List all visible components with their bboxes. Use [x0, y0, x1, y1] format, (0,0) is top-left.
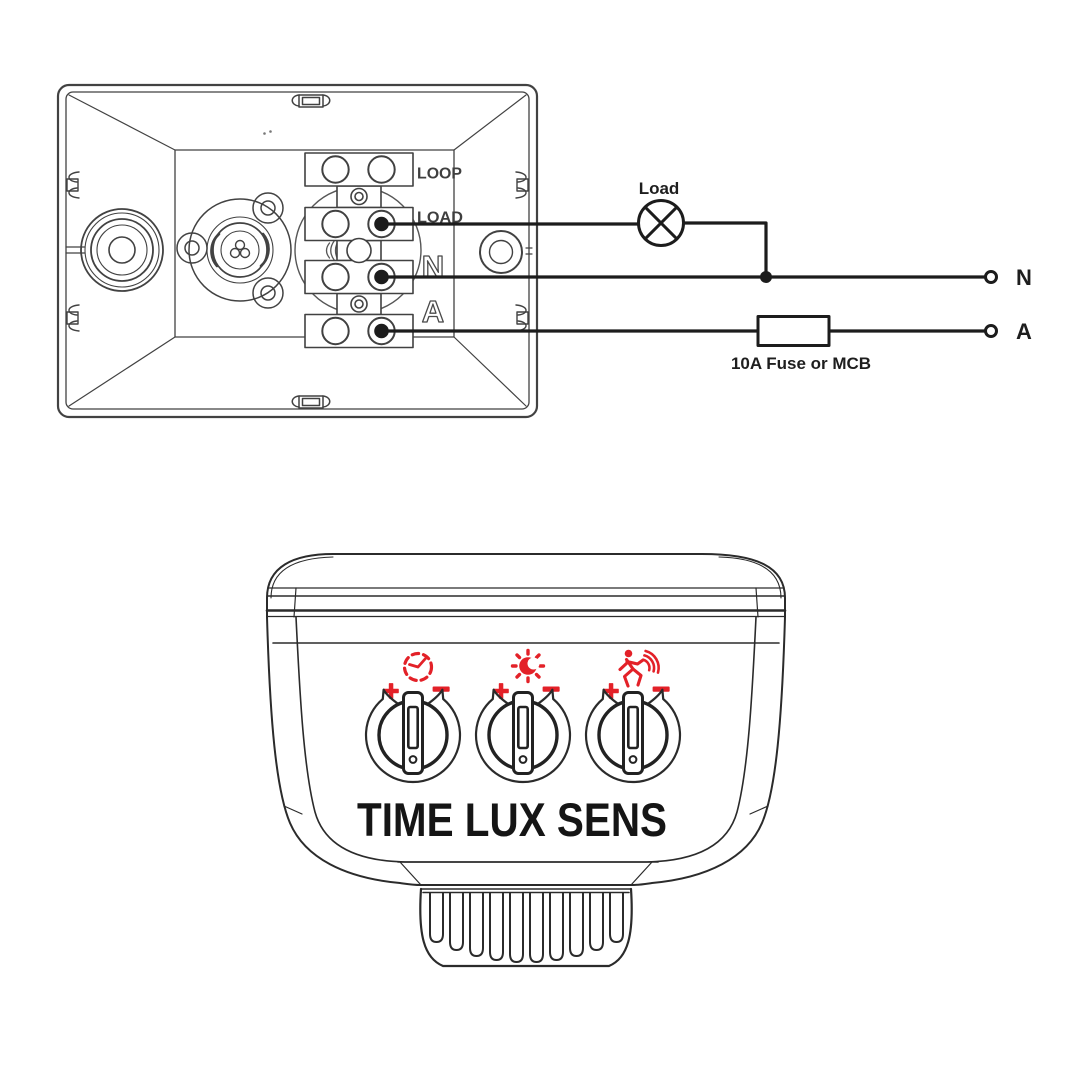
loop-terminal-label: LOOP [417, 166, 462, 183]
terminal-hole [321, 209, 350, 239]
left-knockout [65, 208, 164, 292]
wiring-diagram: LOOP LOAD N A Load 10A Fuse or MCB N A [56, 83, 1032, 419]
shell-seams [283, 587, 769, 886]
clamp-crescents [210, 232, 270, 268]
lux-minus-label: − [542, 673, 560, 706]
terminal-hole [321, 155, 350, 184]
terminal-hole [321, 316, 350, 346]
wires [380, 221, 991, 333]
device-panel-title: TIME LUX SENS [357, 793, 667, 846]
knob-ribs [429, 892, 624, 963]
device-outline [266, 553, 786, 886]
live-supply-label: A [1016, 319, 1032, 344]
live-terminal-embossed-label: A [422, 294, 444, 329]
block-screw [346, 237, 372, 264]
neutral-terminal-embossed-label: N [422, 249, 444, 284]
right-wall-clips [515, 171, 529, 332]
knob-top-lines [420, 888, 632, 894]
mould-mark [263, 132, 266, 135]
back-box [56, 83, 539, 419]
mould-mark [269, 130, 272, 133]
time-minus-label: − [432, 673, 450, 706]
sensor-device: + − + − [265, 553, 787, 968]
time-plus-label: + [383, 675, 399, 706]
neutral-supply-terminal [984, 270, 998, 284]
fuse-label: 10A Fuse or MCB [731, 354, 871, 373]
load-label: Load [639, 179, 680, 198]
sens-plus-label: + [603, 675, 619, 706]
back-box-outer-wall [56, 83, 539, 419]
lux-dial: + − [474, 648, 572, 784]
block-screw [354, 299, 364, 309]
wire-junction-dot [760, 271, 772, 283]
load-terminal-label: LOAD [417, 210, 463, 227]
time-dial: + − [364, 651, 462, 784]
sun-icon [510, 648, 546, 684]
sens-dial: + − [584, 649, 682, 784]
terminal-hole [321, 262, 350, 292]
back-box-corner-diagonals [68, 94, 527, 407]
left-wall-clips [66, 171, 80, 332]
terminal-row-loop [304, 152, 414, 187]
lid-inner-corner [270, 556, 782, 599]
motion-sensor-icon [618, 649, 660, 688]
back-box-inner-wall [65, 91, 530, 410]
sens-minus-label: − [652, 673, 670, 706]
cable-clamp [176, 192, 292, 309]
right-knockout [479, 230, 533, 274]
lux-plus-label: + [493, 675, 509, 706]
photocell-knob [397, 861, 659, 968]
top-fixing-tab [291, 94, 331, 108]
bottom-fixing-tab [291, 395, 331, 409]
terminal-hole [367, 155, 396, 184]
knob-outline [419, 887, 633, 968]
load-lamp [637, 199, 685, 247]
lamp-to-neutral-wire [681, 221, 768, 274]
block-screw [354, 191, 364, 202]
neutral-supply-label: N [1016, 265, 1032, 290]
timer-clock-icon [402, 651, 434, 683]
lamp-cross [643, 205, 679, 241]
fuse-symbol [756, 315, 831, 347]
live-supply-terminal [984, 324, 998, 338]
